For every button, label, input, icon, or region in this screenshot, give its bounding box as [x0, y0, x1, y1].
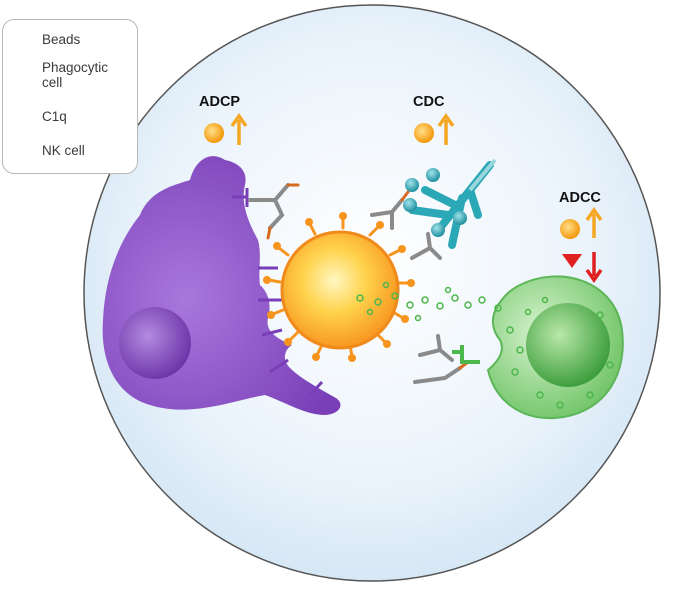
- nk-nucleus: [526, 303, 610, 387]
- legend-phagocytic-label-line2: cell: [42, 75, 63, 90]
- adcc-up-arrow-icon: [585, 206, 603, 238]
- adcc-label: ADCC: [559, 190, 601, 206]
- nk-receptor: [452, 345, 480, 364]
- adcc-down-triangle-icon: [562, 254, 582, 268]
- bead-spike-tips: [263, 212, 415, 362]
- legend-c1q-label: C1q: [42, 109, 67, 124]
- cdc-label: CDC: [413, 94, 445, 110]
- legend-phagocytic-label-line1: Phagocytic: [42, 60, 109, 75]
- phagocyte-receptors: [232, 188, 324, 397]
- c1q-complex: [403, 158, 497, 249]
- phagocyte-nucleus: [119, 307, 191, 379]
- adcp-label: ADCP: [199, 94, 241, 110]
- antibodies: [248, 183, 470, 384]
- legend-box: [2, 19, 138, 174]
- central-bead: [280, 230, 400, 350]
- cdc-bead-icon: [414, 123, 434, 143]
- adcc-bead-icon: [560, 219, 580, 239]
- adcc-down-arrow-icon: [585, 252, 603, 284]
- adcp-bead-icon: [204, 123, 224, 143]
- cdc-up-arrow-icon: [437, 112, 455, 145]
- adcp-up-arrow-icon: [230, 112, 248, 145]
- granules: [356, 281, 614, 409]
- legend-nk-cell-label: NK cell: [42, 143, 85, 158]
- legend-beads-label: Beads: [42, 32, 81, 47]
